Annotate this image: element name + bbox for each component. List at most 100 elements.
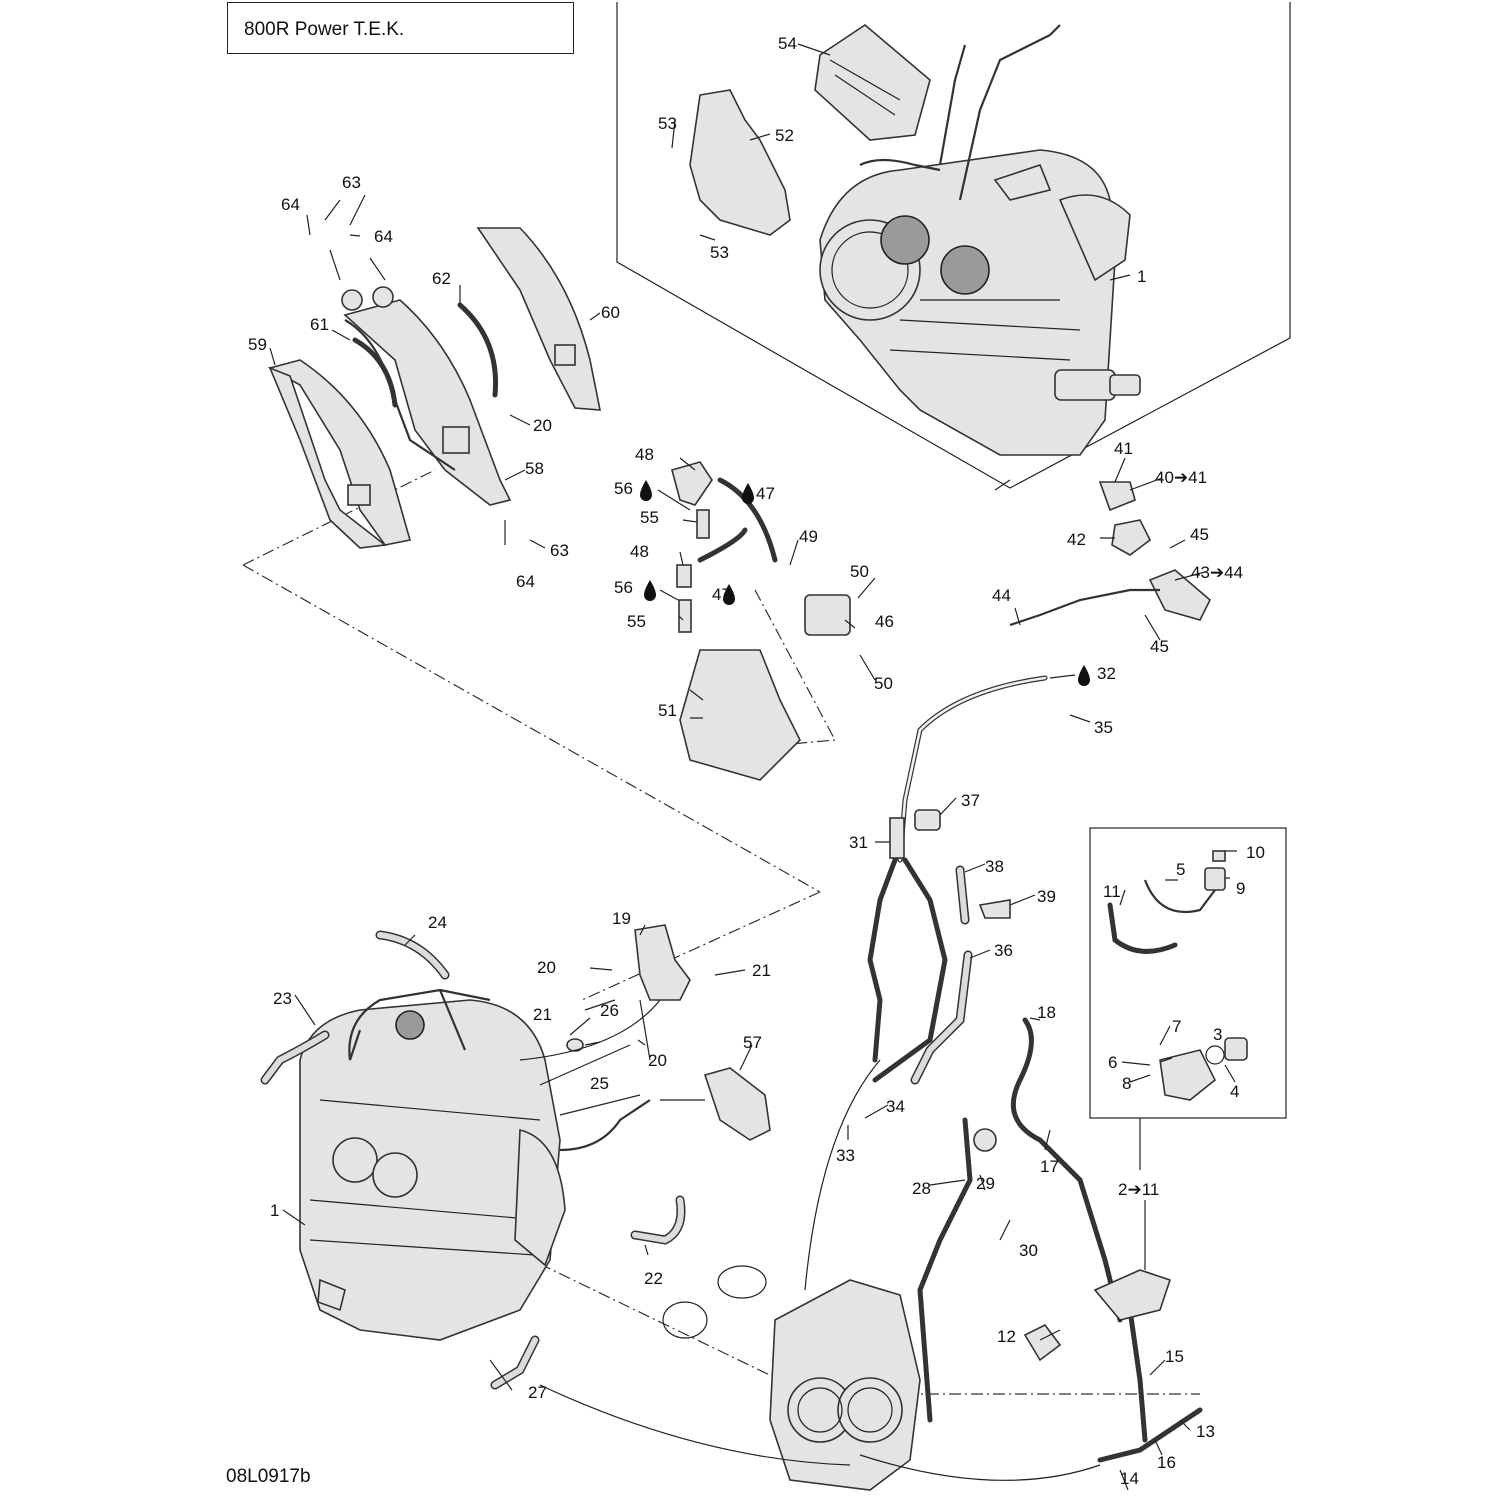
- panel-59: [267, 359, 412, 546]
- clip-39: [978, 899, 1011, 919]
- hose-13: [1097, 1407, 1203, 1463]
- switch-41: [1098, 481, 1136, 512]
- callout: 38: [985, 857, 1004, 876]
- callout: 11: [1103, 882, 1121, 901]
- hose-11: [1107, 902, 1178, 954]
- callout: 31: [849, 833, 868, 852]
- ignition-coil: [804, 594, 851, 636]
- callout: 62: [432, 269, 451, 288]
- clip-10: [1212, 850, 1226, 862]
- cable-31: [897, 675, 1048, 863]
- sleeve-37: [914, 809, 941, 831]
- clip: [372, 286, 394, 308]
- callout: 45: [1150, 637, 1169, 656]
- callout: 26: [600, 1001, 619, 1020]
- callout: 20: [537, 958, 556, 977]
- callout: 57: [743, 1033, 762, 1052]
- callout: 45: [1190, 525, 1209, 544]
- callout: 16: [1157, 1453, 1176, 1472]
- callout: 5: [1176, 860, 1185, 879]
- callout: 44: [992, 586, 1011, 605]
- callout: 56: [614, 578, 633, 597]
- callout: 43➔44: [1191, 563, 1243, 582]
- callout: 59: [248, 335, 267, 354]
- callout: 64: [281, 195, 300, 214]
- hose-22-core: [632, 1197, 684, 1244]
- callout: 23: [273, 989, 292, 1008]
- callout: 53: [710, 243, 729, 262]
- throttle-body: [769, 1279, 921, 1491]
- reference-line: [242, 469, 436, 566]
- callout: 4: [1230, 1082, 1239, 1101]
- callout-labels: 1 1 2➔11 3 4 5 6 7 8 9 10 11 12 13 14 15…: [248, 34, 1265, 1488]
- callout: 28: [912, 1179, 931, 1198]
- drop-icon: [742, 483, 754, 504]
- valve-inset-frame: [1089, 827, 1287, 1119]
- callout: 33: [836, 1146, 855, 1165]
- panel-60-hole: [554, 344, 576, 366]
- panel-59-edge: [268, 366, 388, 549]
- callout: 21: [533, 1005, 552, 1024]
- reference-line: [242, 564, 821, 893]
- callout: 63: [550, 541, 569, 560]
- fitting-26: [566, 1038, 584, 1052]
- callout: 64: [374, 227, 393, 246]
- pointer-arrow: [859, 1454, 1101, 1481]
- air-silencer-57: [703, 1067, 771, 1141]
- drop-icon: [723, 584, 735, 605]
- panel-59-hole: [347, 484, 371, 506]
- callout: 48: [635, 445, 654, 464]
- callout: 32: [1097, 664, 1116, 683]
- ignition-lead: [717, 477, 778, 563]
- throttle-wire: [1009, 588, 1160, 627]
- callout: 41: [1114, 439, 1133, 458]
- cable-adjuster: [889, 817, 905, 859]
- callout: 22: [644, 1269, 663, 1288]
- coil-bracket: [679, 649, 801, 781]
- callout: 21: [752, 961, 771, 980]
- cable-31-core: [898, 676, 1047, 862]
- callout: 52: [775, 126, 794, 145]
- sensor-wire-5: [1143, 879, 1216, 914]
- callout: 24: [428, 913, 447, 932]
- callout: 13: [1196, 1422, 1215, 1441]
- hose-24-core: [377, 932, 448, 978]
- spark-cap: [671, 461, 713, 506]
- callout: 37: [961, 791, 980, 810]
- reference-code: 08L0917b: [226, 1466, 311, 1487]
- hose-27-core: [492, 1337, 538, 1388]
- callout: 64: [516, 572, 535, 591]
- callout: 47: [756, 484, 775, 503]
- callout: 63: [342, 173, 361, 192]
- ignition-lead: [697, 527, 748, 563]
- housing-42: [1111, 519, 1152, 556]
- callout: 36: [994, 941, 1013, 960]
- callout: 6: [1108, 1053, 1117, 1072]
- spark-cap: [676, 564, 692, 588]
- callout: 56: [614, 479, 633, 498]
- solenoid-valve: [1159, 1049, 1217, 1101]
- callout: 50: [874, 674, 893, 693]
- callout: 27: [528, 1383, 547, 1402]
- callout: 3: [1213, 1025, 1222, 1044]
- callout: 12: [997, 1327, 1016, 1346]
- callout: 17: [1040, 1157, 1059, 1176]
- clamp: [717, 1265, 767, 1299]
- diagram-title: 800R Power T.E.K.: [244, 19, 405, 40]
- callout: 10: [1246, 843, 1265, 862]
- cover-58-block: [442, 426, 470, 454]
- callout: 29: [976, 1174, 995, 1193]
- seal-61: [352, 337, 398, 408]
- engine-lower: [299, 999, 566, 1341]
- leader-lines: [269, 43, 1237, 1491]
- callout: 54: [778, 34, 797, 53]
- callout: 55: [640, 508, 659, 527]
- hose-36-core: [912, 952, 971, 1083]
- hose-24: [375, 930, 450, 980]
- drop-icon: [644, 580, 656, 601]
- callout: 30: [1019, 1241, 1038, 1260]
- spark-plug: [678, 599, 692, 633]
- callout: 20: [648, 1051, 667, 1070]
- wiring-harness: [348, 988, 651, 1152]
